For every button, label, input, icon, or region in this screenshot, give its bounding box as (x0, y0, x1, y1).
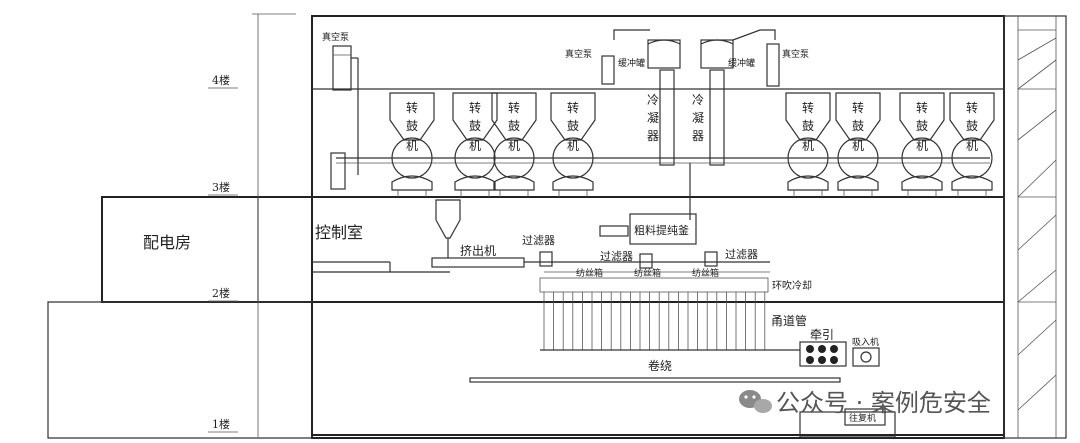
power-room-label: 配电房 (143, 233, 191, 252)
drum-label-char: 鼓 (916, 119, 928, 133)
stairwell (1003, 15, 1067, 439)
floor-label-2: 2楼 (212, 286, 230, 300)
extrusion-line: 挤出机 粗料提纯釜 过滤器 过滤器 过滤器 纺丝箱 纺丝箱 纺丝箱 环吹冷却 (431, 199, 812, 293)
condenser-left-char-2: 凝 (647, 110, 659, 125)
suction-unit: 吸入机 (852, 336, 880, 367)
condenser-left-char-1: 冷 (647, 93, 659, 107)
ring-cooling-label: 环吹冷却 (772, 279, 812, 292)
traction-unit: 牵引 (799, 328, 847, 367)
floor-label-1: 1楼 (212, 417, 230, 431)
watermark-text: 公众号 · 案例危安全 (776, 389, 991, 417)
drum-label-char: 鼓 (406, 119, 418, 133)
condenser-left: 冷 凝 器 (647, 69, 675, 166)
rewinder-unit: 往复机 (844, 408, 886, 426)
building-structure (47, 13, 1005, 439)
drum-label-char: 机 (802, 139, 814, 153)
drum-label-char: 机 (406, 139, 418, 153)
drum-label-char: 鼓 (567, 119, 579, 133)
suction-label: 吸入机 (852, 336, 879, 348)
drum-label-char: 机 (469, 139, 481, 153)
drum-dryer: 转鼓机 (389, 92, 435, 197)
condenser-left-char-3: 器 (647, 129, 659, 143)
floor-labels: 4楼 3楼 2楼 1楼 (208, 73, 238, 433)
buffer-tank-label-right: 缓冲罐 (728, 57, 755, 69)
floor-label-3: 3楼 (212, 180, 230, 194)
drum-label-char: 机 (916, 139, 928, 153)
floor-label-4: 4楼 (212, 73, 230, 87)
drum-dryer: 转鼓机 (491, 92, 537, 197)
drum-label-char: 转 (852, 100, 864, 115)
condenser-right-char-2: 凝 (692, 110, 704, 125)
drum-label-char: 转 (508, 100, 520, 115)
winding-label: 卷绕 (648, 358, 672, 373)
vacuum-pump-label-left: 真空泵 (322, 31, 349, 43)
vacuum-system-center-right: 真空泵 缓冲罐 (700, 29, 809, 87)
drum-label-char: 鼓 (966, 119, 978, 133)
condenser-right-char-3: 器 (692, 129, 704, 143)
purifier-label: 粗料提纯釜 (634, 223, 689, 237)
drum-label-char: 鼓 (852, 119, 864, 133)
drum-label-char: 机 (966, 139, 978, 153)
watermark: 公众号 · 案例危安全 (739, 389, 991, 417)
channel-tubes (543, 292, 766, 350)
spinneret-label-left: 纺丝箱 (576, 267, 603, 279)
channel-tube-label: 甬道管 (771, 313, 807, 328)
extruder-label: 挤出机 (460, 243, 496, 258)
drum-label-char: 鼓 (802, 119, 814, 133)
drum-label-char: 机 (852, 139, 864, 153)
spinneret-label-right: 纺丝箱 (692, 267, 719, 279)
drum-label-char: 转 (406, 100, 418, 115)
filter-label-left: 过滤器 (522, 234, 555, 247)
vacuum-pump-label-center-left: 真空泵 (565, 48, 592, 60)
buffer-tank-label-left: 缓冲罐 (618, 57, 645, 69)
rewinder-label: 往复机 (849, 412, 876, 424)
vacuum-system-left: 真空泵 (322, 31, 359, 175)
drum-dryer: 转鼓机 (785, 92, 831, 197)
drum-label-char: 鼓 (469, 119, 481, 133)
filter-label-right: 过滤器 (725, 248, 758, 261)
condenser-right: 冷 凝 器 (692, 69, 725, 166)
vacuum-pump-label-center-right: 真空泵 (782, 48, 809, 60)
drum-dryer: 转鼓机 (899, 92, 945, 197)
drum-label-char: 机 (508, 139, 520, 153)
vacuum-system-center-left: 真空泵 缓冲罐 (565, 29, 681, 85)
drum-label-char: 转 (469, 100, 481, 115)
filter-label-center: 过滤器 (600, 250, 633, 263)
drum-label-char: 鼓 (508, 119, 520, 133)
drum-dryer: 转鼓机 (949, 92, 995, 197)
spinneret-label-center: 纺丝箱 (634, 267, 661, 279)
drum-dryer: 转鼓机 (550, 92, 596, 197)
control-room-label: 控制室 (315, 223, 363, 242)
drum-dryer: 转鼓机 (835, 92, 881, 197)
drum-label-char: 机 (567, 139, 579, 153)
drum-label-char: 转 (802, 100, 814, 115)
drum-label-char: 转 (567, 100, 579, 115)
wechat-icon (739, 390, 772, 413)
drum-dryer: 转鼓机 (452, 92, 498, 197)
drum-label-char: 转 (966, 100, 978, 115)
traction-label: 牵引 (810, 328, 834, 342)
drum-label-char: 转 (916, 100, 928, 115)
condenser-right-char-1: 冷 (692, 93, 704, 107)
